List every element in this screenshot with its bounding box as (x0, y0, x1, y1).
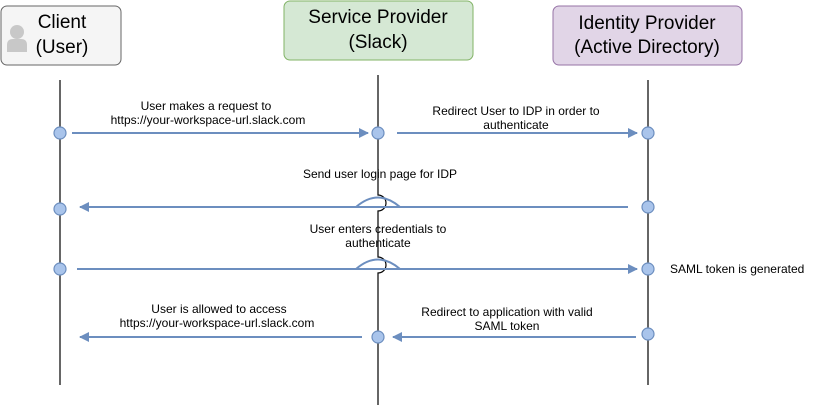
client-title: Client (38, 12, 87, 33)
saml-generated-note: SAML token is generated (670, 262, 804, 276)
credentials-hop (355, 258, 401, 270)
request-label-line1: User makes a request to (141, 99, 272, 113)
message-request: User makes a request to https://your-wor… (72, 99, 369, 138)
message-redirect-app: Redirect to application with valid SAML … (392, 305, 636, 342)
redirect-app-label-line2: SAML token (475, 319, 540, 333)
idp-node-credentials (641, 262, 655, 276)
idp-node-redirect (641, 126, 655, 140)
participant-service-provider: Service Provider (Slack) (283, 0, 474, 61)
client-node-request (53, 126, 67, 140)
identity-provider-subtitle: (Active Directory) (574, 37, 720, 58)
credentials-label-line1: User enters credentials to (310, 222, 447, 236)
request-label-line2: https://your-workspace-url.slack.com (111, 113, 306, 127)
client-subtitle: (User) (36, 37, 89, 58)
message-redirect-idp: Redirect User to IDP in order to authent… (397, 104, 638, 138)
participant-identity-provider: Identity Provider (Active Directory) (552, 5, 743, 66)
redirect-idp-label-line2: authenticate (483, 118, 549, 132)
login-page-label: Send user login page for IDP (303, 167, 457, 181)
allowed-label-line2: https://your-workspace-url.slack.com (120, 316, 315, 330)
message-allowed: User is allowed to access https://your-w… (79, 302, 362, 342)
client-node-login-page (53, 202, 67, 216)
client-box (0, 5, 122, 66)
user-icon (7, 25, 27, 52)
redirect-idp-label-line1: Redirect User to IDP in order to (432, 104, 600, 118)
client-node-credentials (53, 262, 67, 276)
idp-node-redirect-app (641, 327, 655, 341)
service-provider-box (283, 0, 474, 61)
sp-node-request (371, 126, 385, 140)
message-credentials: User enters credentials to authenticate (77, 222, 638, 274)
redirect-app-label-line1: Redirect to application with valid (421, 305, 592, 319)
credentials-label-line2: authenticate (345, 236, 411, 250)
identity-provider-title: Identity Provider (578, 13, 716, 34)
message-login-page: Send user login page for IDP (79, 167, 628, 212)
service-provider-subtitle: (Slack) (348, 32, 407, 53)
allowed-label-line1: User is allowed to access (151, 302, 286, 316)
service-provider-title: Service Provider (308, 7, 448, 28)
login-page-hop (355, 196, 401, 208)
participant-client: Client (User) (0, 5, 122, 66)
idp-node-login-page (641, 200, 655, 214)
sp-node-allowed (371, 330, 385, 344)
identity-provider-box (552, 5, 743, 66)
